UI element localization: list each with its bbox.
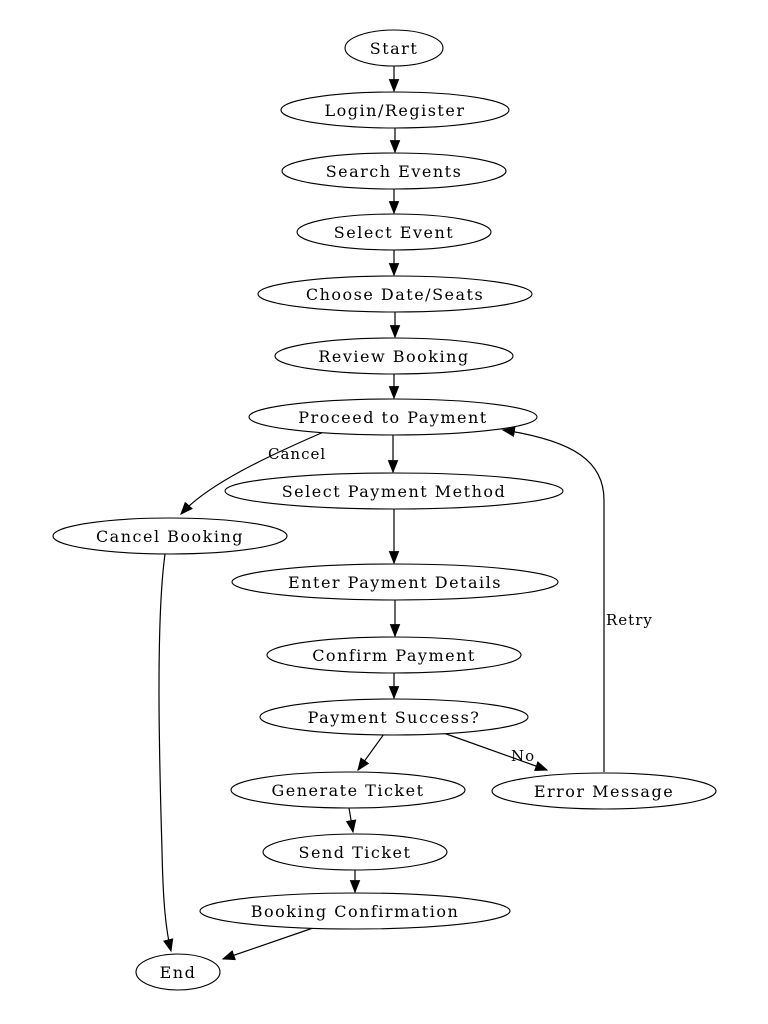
node-select-payment-method-label: Select Payment Method xyxy=(282,482,507,501)
node-send-ticket-shape xyxy=(262,833,448,871)
node-generate-ticket: Generate Ticket xyxy=(230,771,466,809)
node-select-event: Select Event xyxy=(296,213,492,251)
node-error-message-label: Error Message xyxy=(534,782,674,801)
node-booking-confirmation-label: Booking Confirmation xyxy=(251,902,460,921)
node-enter-payment-details-shape xyxy=(231,563,559,601)
edge-label-cancel: Cancel xyxy=(268,445,326,463)
node-send-ticket-label: Send Ticket xyxy=(299,843,412,862)
node-choose-date-seats-label: Choose Date/Seats xyxy=(306,285,484,304)
edge-bookingconf-end xyxy=(221,927,314,961)
node-confirm-payment-shape xyxy=(266,636,522,674)
node-booking-confirmation: Booking Confirmation xyxy=(199,892,511,930)
node-generate-ticket-shape xyxy=(230,771,466,809)
edge-generate-send xyxy=(345,807,357,834)
node-proceed-to-payment: Proceed to Payment xyxy=(248,398,538,436)
edge-proceed-cancelbooking xyxy=(180,430,327,515)
node-review-booking: Review Booking xyxy=(274,337,514,375)
edge-error-proceed-retry xyxy=(501,426,605,772)
node-error-message: Error Message xyxy=(491,772,717,810)
edge-success-error xyxy=(437,730,549,771)
node-login-register: Login/Register xyxy=(280,91,510,129)
node-select-event-shape xyxy=(296,213,492,251)
node-enter-payment-details: Enter Payment Details xyxy=(231,563,559,601)
edge-layer xyxy=(158,66,605,961)
node-payment-success-label: Payment Success? xyxy=(308,708,481,727)
node-payment-success-shape xyxy=(259,698,529,736)
node-start-label: Start xyxy=(370,39,419,58)
node-end-label: End xyxy=(160,963,197,982)
node-search-events-shape xyxy=(281,152,507,190)
node-end: End xyxy=(135,953,221,991)
node-start: Start xyxy=(344,29,444,67)
edge-label-no: No xyxy=(511,747,535,765)
node-review-booking-label: Review Booking xyxy=(318,347,469,366)
node-choose-date-seats: Choose Date/Seats xyxy=(257,275,533,313)
node-review-booking-shape xyxy=(274,337,514,375)
node-confirm-payment: Confirm Payment xyxy=(266,636,522,674)
node-proceed-to-payment-shape xyxy=(248,398,538,436)
node-cancel-booking: Cancel Booking xyxy=(52,517,288,555)
node-select-payment-method-shape xyxy=(224,472,564,510)
node-send-ticket: Send Ticket xyxy=(262,833,448,871)
node-booking-confirmation-shape xyxy=(199,892,511,930)
node-cancel-booking-shape xyxy=(52,517,288,555)
edge-success-generate xyxy=(357,733,385,772)
node-enter-payment-details-label: Enter Payment Details xyxy=(288,573,502,592)
node-search-events-label: Search Events xyxy=(326,162,463,181)
node-layer: Start Login/Register Search Events Selec… xyxy=(52,29,717,991)
node-proceed-to-payment-label: Proceed to Payment xyxy=(298,408,487,427)
edge-cancelbooking-end xyxy=(158,553,174,953)
node-error-message-shape xyxy=(491,772,717,810)
edge-label-retry: Retry xyxy=(606,611,653,629)
node-select-payment-method: Select Payment Method xyxy=(224,472,564,510)
node-end-shape xyxy=(135,953,221,991)
node-search-events: Search Events xyxy=(281,152,507,190)
node-generate-ticket-label: Generate Ticket xyxy=(271,781,424,800)
node-payment-success: Payment Success? xyxy=(259,698,529,736)
node-login-register-label: Login/Register xyxy=(325,101,466,120)
node-choose-date-seats-shape xyxy=(257,275,533,313)
node-confirm-payment-label: Confirm Payment xyxy=(312,646,476,665)
node-cancel-booking-label: Cancel Booking xyxy=(96,527,244,546)
edge-label-layer: Cancel No Retry xyxy=(268,445,653,765)
node-select-event-label: Select Event xyxy=(334,223,454,242)
node-login-register-shape xyxy=(280,91,510,129)
node-start-shape xyxy=(344,29,444,67)
